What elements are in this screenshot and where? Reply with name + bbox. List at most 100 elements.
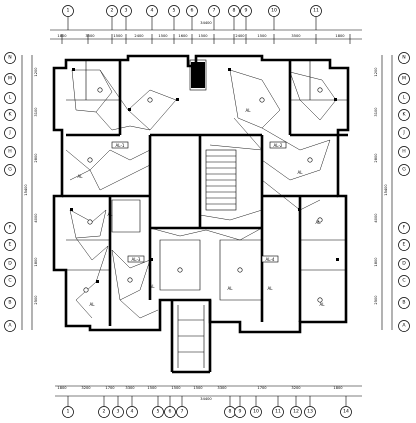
right-bubble-K: K: [402, 112, 406, 118]
left-bubble-J: J: [8, 130, 10, 136]
room-label-9: AL: [108, 212, 114, 217]
bottom-dim-9: 1700: [257, 386, 267, 390]
left-dim-2: 3100: [34, 107, 38, 117]
left-bubble-A: A: [8, 323, 12, 329]
top-bubble-2: 2: [111, 8, 114, 14]
panel-label-4: AL-4: [266, 257, 275, 262]
top-bubble-9: 9: [245, 8, 248, 14]
top-dim-1: 1800: [57, 34, 67, 38]
left-total-dimension: 15400: [24, 184, 28, 196]
top-dim-11: 1800: [335, 34, 345, 38]
panel-label-2: AL-2: [274, 143, 283, 148]
bottom-bubble-14: 14: [343, 409, 349, 415]
building-walls: [52, 54, 350, 374]
top-dimension-chain: 34400 1800 3500 1500 2400 1500 1600 1500…: [50, 21, 362, 44]
right-dim-1: 1200: [374, 67, 378, 77]
bottom-dim-8: 3300: [217, 386, 227, 390]
room-label-4: AL: [150, 284, 156, 289]
top-bubble-10: 10: [271, 8, 277, 14]
right-bubble-E: E: [403, 242, 406, 248]
left-dim-3: 2800: [34, 153, 38, 163]
top-dim-2: 3500: [85, 34, 95, 38]
top-bubble-8: 8: [233, 8, 236, 14]
top-dim-7: 1500: [198, 34, 208, 38]
right-dim-4: 4000: [374, 213, 378, 223]
room-label-1: AL: [78, 174, 84, 179]
bottom-bubble-1: 1: [67, 409, 70, 415]
left-bubble-K: K: [8, 112, 12, 118]
left-bubble-E: E: [9, 242, 12, 248]
bottom-bubble-13: 13: [307, 409, 313, 415]
bottom-bubble-5: 5: [157, 409, 160, 415]
top-bubble-11: 11: [313, 8, 319, 14]
top-axis-bubbles: 1 2 3 4 5 6 7 8 9 10 11: [62, 5, 322, 30]
left-bubble-M: M: [8, 76, 12, 82]
right-dim-6: 2500: [374, 295, 378, 305]
left-dim-6: 2500: [34, 295, 38, 305]
wiring-layout: [65, 69, 337, 319]
left-dim-1: 1200: [34, 67, 38, 77]
top-dim-9: 1500: [257, 34, 267, 38]
right-bubble-B: B: [402, 300, 405, 306]
left-bubble-F: F: [9, 225, 12, 231]
top-dim-5: 1500: [158, 34, 168, 38]
right-total-dimension: 15400: [384, 184, 388, 196]
left-dim-5: 1800: [34, 257, 38, 267]
left-bubble-D: D: [8, 261, 12, 267]
bottom-dim-4: 3300: [125, 386, 135, 390]
room-labels: AL AL AL AL AL AL AL AL AL AL: [78, 108, 326, 307]
bottom-bubble-6: 6: [169, 409, 172, 415]
fixtures: [70, 68, 339, 303]
bottom-dim-7: 1500: [193, 386, 203, 390]
right-bubble-D: D: [402, 261, 406, 267]
right-dimension-chain: 15400 1200 3100 2800 4000 1800 2500: [374, 55, 393, 330]
elevator-shaft-hatch: [191, 62, 205, 88]
bottom-axis-bubbles: 1 2 3 4 5 6 7 8 9 10 11 12 13 14: [62, 396, 352, 418]
bottom-dim-10: 3200: [291, 386, 301, 390]
right-dim-2: 3100: [374, 107, 378, 117]
bottom-dim-11: 1800: [333, 386, 343, 390]
top-bubble-4: 4: [151, 8, 154, 14]
bottom-dim-1: 1800: [57, 386, 67, 390]
top-bubble-5: 5: [173, 8, 176, 14]
bottom-dim-2: 3200: [81, 386, 91, 390]
right-axis-bubbles: N M L K J H G F E D C B A: [398, 52, 410, 332]
left-bubble-B: B: [8, 300, 11, 306]
left-bubble-G: G: [8, 167, 12, 173]
top-dim-6: 1600: [178, 34, 188, 38]
room-label-5: AL: [228, 286, 234, 291]
bottom-bubble-12: 12: [293, 409, 299, 415]
right-bubble-M: M: [402, 76, 406, 82]
right-bubble-L: L: [403, 95, 406, 101]
bottom-dim-5: 1500: [147, 386, 157, 390]
left-bubble-L: L: [9, 95, 12, 101]
panel-label-3: AL-3: [132, 257, 141, 262]
top-dim-8: 2400: [235, 34, 245, 38]
room-label-7: AL: [320, 302, 326, 307]
bottom-bubble-2: 2: [103, 409, 106, 415]
top-bubble-6: 6: [191, 8, 194, 14]
bottom-bubble-9: 9: [239, 409, 242, 415]
bottom-dim-6: 1500: [171, 386, 181, 390]
top-bubble-3: 3: [125, 8, 128, 14]
bottom-bubble-11: 11: [275, 409, 281, 415]
right-bubble-C: C: [402, 278, 405, 284]
distribution-panels: AL-1 AL-2 AL-3 AL-4: [111, 141, 287, 263]
bottom-dim-3: 1700: [105, 386, 115, 390]
right-bubble-A: A: [402, 323, 406, 329]
left-axis-bubbles: N M L K J H G F E D C B A: [4, 52, 16, 332]
left-bubble-N: N: [8, 55, 11, 61]
top-bubble-1: 1: [67, 8, 70, 14]
left-dim-4: 4000: [34, 213, 38, 223]
room-label-6: AL: [268, 286, 274, 291]
top-dim-4: 2400: [134, 34, 144, 38]
bottom-bubble-7: 7: [181, 409, 184, 415]
left-bubble-H: H: [8, 149, 11, 155]
room-label-8: AL: [316, 220, 322, 225]
left-bubble-C: C: [8, 278, 11, 284]
right-dim-5: 1800: [374, 257, 378, 267]
top-dim-3: 1500: [113, 34, 123, 38]
bottom-bubble-4: 4: [131, 409, 134, 415]
left-dimension-chain: 15400 1200 3100 2800 4000 1800 2500: [21, 55, 38, 330]
